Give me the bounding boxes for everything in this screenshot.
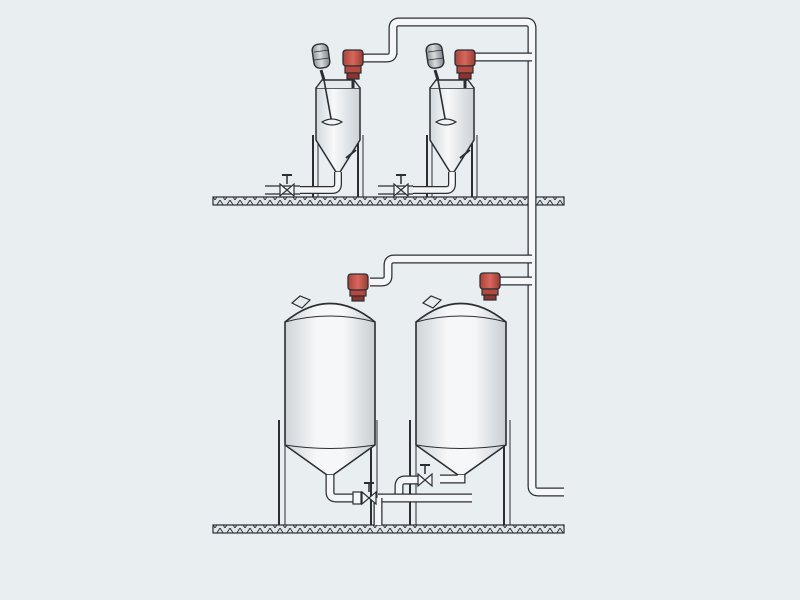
storage-tank-2 [409, 295, 511, 525]
outlet-valve-tank-1[interactable] [352, 482, 377, 506]
storage-tank-1 [278, 295, 378, 525]
main-riser-pipe [388, 17, 564, 497]
outlet-valve-mixer-2[interactable] [378, 174, 413, 198]
outlet-valve-mixer-1[interactable] [265, 174, 300, 198]
lower-floor-deck [212, 524, 565, 534]
lower-outlet-manifold [373, 475, 472, 525]
lower-branch-pipes [370, 254, 532, 287]
mixing-tank-1 [300, 79, 364, 197]
agitator-motor-1 [311, 43, 331, 81]
upper-branch-pipes [362, 51, 532, 63]
upper-floor-deck [212, 196, 565, 206]
agitator-motor-2 [425, 43, 445, 81]
outlet-valve-tank-2[interactable] [417, 464, 433, 488]
transfer-pump-1 [342, 49, 364, 88]
transfer-pump-3 [347, 273, 369, 302]
mixing-tank-2 [413, 79, 478, 197]
transfer-pump-2 [454, 49, 476, 88]
transfer-pump-4 [479, 272, 501, 301]
